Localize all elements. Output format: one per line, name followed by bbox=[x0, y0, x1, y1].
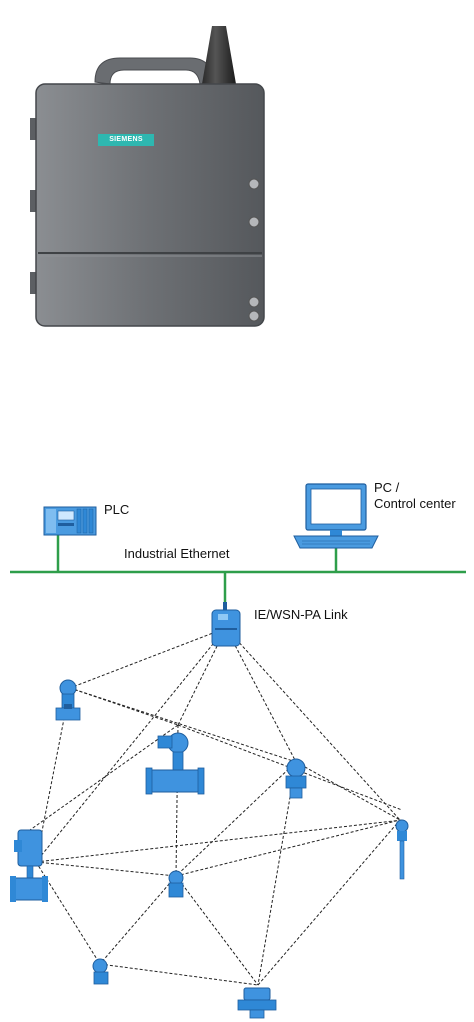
bus-label: Industrial Ethernet bbox=[124, 546, 230, 561]
level-transmitter-icon bbox=[238, 988, 276, 1018]
industrial-ethernet-bus bbox=[10, 535, 466, 604]
brand-label: SIEMENS bbox=[98, 134, 154, 146]
ie-wsn-pa-link-icon bbox=[212, 602, 240, 646]
control-valve-icon bbox=[10, 830, 48, 902]
positioner-icon bbox=[286, 759, 306, 798]
plc-label: PLC bbox=[104, 502, 129, 517]
transmitter-bottom-left-icon bbox=[93, 959, 108, 984]
gateway-device-photo bbox=[30, 26, 264, 326]
flow-meter-icon bbox=[146, 733, 204, 794]
mesh-links bbox=[30, 628, 402, 985]
plc-icon bbox=[44, 507, 96, 535]
gateway-label: IE/WSN-PA Link bbox=[254, 607, 348, 622]
pc-label-line2: Control center bbox=[374, 496, 456, 511]
temperature-sensor-icon bbox=[396, 820, 408, 879]
pc-icon bbox=[294, 484, 378, 548]
transmitter-center-icon bbox=[169, 871, 183, 897]
pc-label-line1: PC / bbox=[374, 480, 399, 495]
